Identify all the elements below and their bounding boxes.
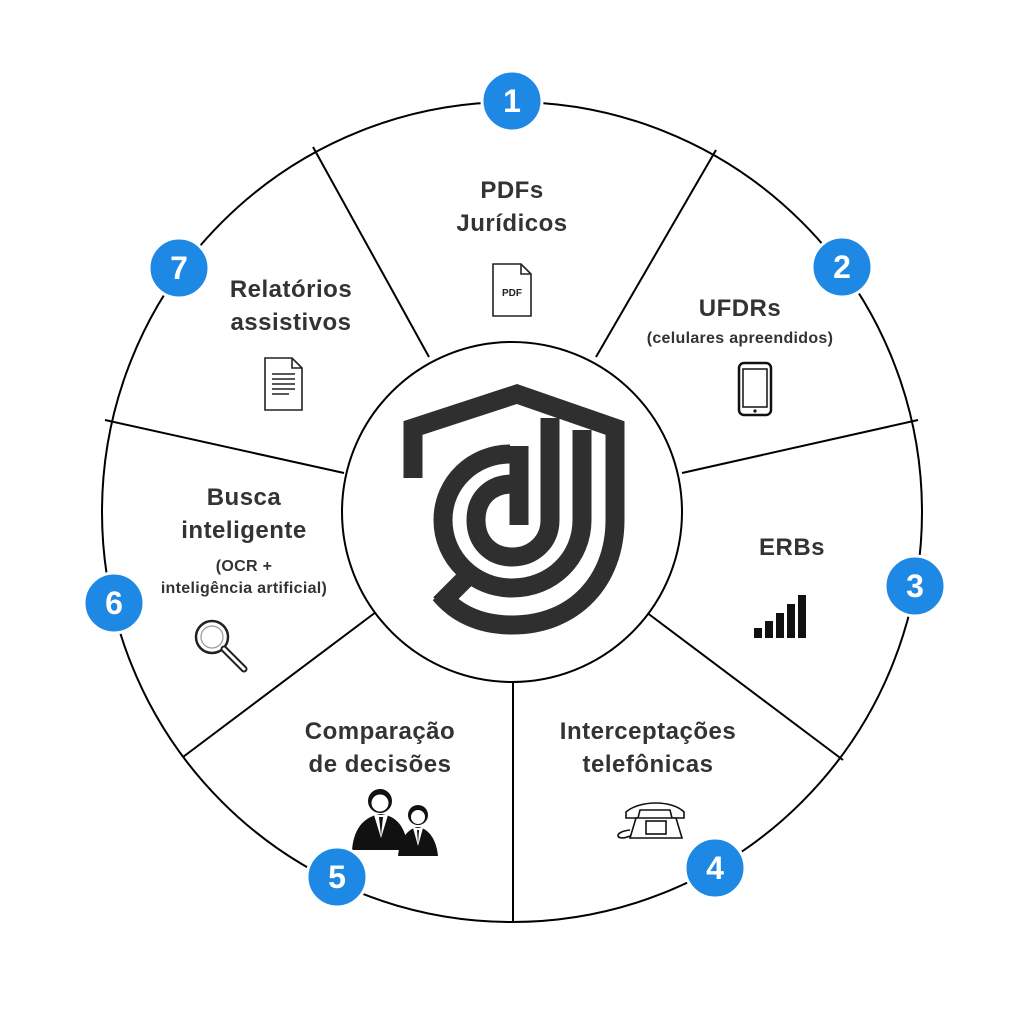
segment-title: de decisões <box>309 751 452 778</box>
segment-title: PDFs <box>480 177 543 204</box>
signal-bars-icon <box>754 595 806 638</box>
divider-line <box>681 419 919 474</box>
badge-number: 7 <box>170 250 188 286</box>
number-badge-4: 4 <box>683 836 747 900</box>
badge-circle <box>147 236 211 300</box>
segment-subtitle: inteligência artificial) <box>161 580 327 597</box>
divider-line <box>104 419 345 474</box>
badge-circle <box>683 836 747 900</box>
badge-circle <box>883 554 947 618</box>
segment-dividers <box>104 146 919 922</box>
segment-5: Comparação de decisões <box>305 718 455 778</box>
badge-circle <box>82 571 146 635</box>
segment-title: Relatórios <box>230 276 352 303</box>
segment-title: Comparação <box>305 718 455 745</box>
telephone-icon <box>617 802 685 839</box>
divider-line <box>645 611 844 761</box>
number-badge-7: 7 <box>147 236 211 300</box>
pdf-file-icon: PDF <box>492 263 532 317</box>
divider-line <box>312 146 430 358</box>
number-badges: 1 2 3 4 5 6 7 <box>82 69 947 909</box>
document-icon <box>264 357 303 411</box>
segment-title: Busca <box>207 484 282 511</box>
segment-title: UFDRs <box>699 295 782 322</box>
segment-subtitle: (celulares apreendidos) <box>647 330 834 347</box>
badge-number: 6 <box>105 585 123 621</box>
segment-3: ERBs <box>759 534 825 561</box>
badge-number: 3 <box>906 568 924 604</box>
segment-4: Interceptações telefônicas <box>560 718 736 778</box>
segment-6: Busca inteligente (OCR + inteligência artif… <box>161 484 327 597</box>
segment-subtitle: (OCR + <box>216 558 272 575</box>
badge-circle <box>810 235 874 299</box>
shield-logo-icon <box>403 383 625 635</box>
segment-2: UFDRs (celulares apreendidos) <box>647 295 834 347</box>
segment-title: Jurídicos <box>456 210 567 237</box>
pdf-icon-label: PDF <box>502 288 522 299</box>
businessmen-icon <box>352 789 438 856</box>
segment-title: assistivos <box>230 309 351 336</box>
magnifier-icon <box>194 619 248 673</box>
segment-title: inteligente <box>181 517 307 544</box>
segment-7: Relatórios assistivos <box>230 276 352 336</box>
number-badge-5: 5 <box>305 845 369 909</box>
smartphone-icon <box>737 361 773 417</box>
badge-number: 5 <box>328 859 346 895</box>
badge-number: 2 <box>833 249 851 285</box>
badge-circle <box>480 69 544 133</box>
number-badge-2: 2 <box>810 235 874 299</box>
segment-title: telefônicas <box>583 751 714 778</box>
number-badge-1: 1 <box>480 69 544 133</box>
segment-title: Interceptações <box>560 718 736 745</box>
divider-line <box>182 611 377 758</box>
divider-line <box>595 149 717 358</box>
number-badge-6: 6 <box>82 571 146 635</box>
badge-circle <box>305 845 369 909</box>
segment-title: ERBs <box>759 534 825 561</box>
badge-number: 4 <box>706 850 724 886</box>
badge-number: 1 <box>503 83 521 119</box>
number-badge-3: 3 <box>883 554 947 618</box>
